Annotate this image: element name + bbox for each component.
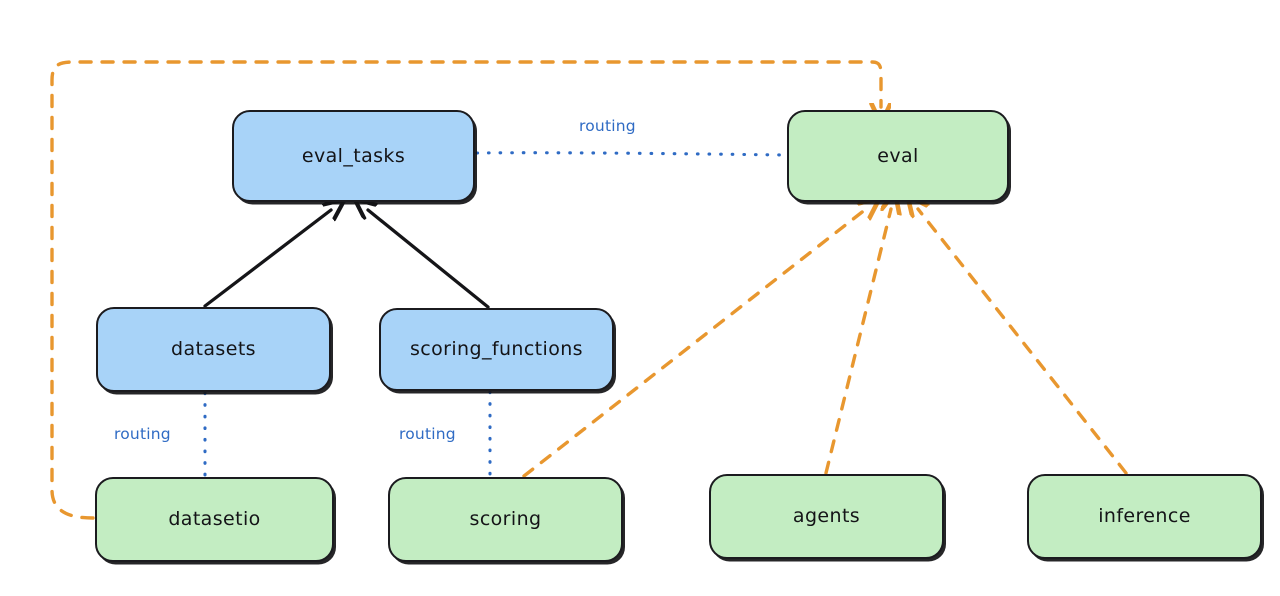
edge-agents-to-eval xyxy=(824,209,891,475)
edge-datasets-to-eval-tasks xyxy=(203,210,331,308)
edge-label-routing-top: routing xyxy=(579,117,636,135)
node-scoring-functions-label: scoring_functions xyxy=(410,338,583,360)
node-eval-tasks-label: eval_tasks xyxy=(301,144,406,167)
node-eval[interactable]: eval xyxy=(787,110,1009,202)
node-eval-label: eval xyxy=(877,144,919,167)
node-agents[interactable]: agents xyxy=(709,474,944,559)
node-datasetio[interactable]: datasetio xyxy=(95,477,334,562)
node-agents-label: agents xyxy=(792,505,861,527)
node-inference[interactable]: inference xyxy=(1027,474,1262,559)
node-scoring-label: scoring xyxy=(469,508,542,530)
edge-scoring-functions-to-eval-tasks xyxy=(368,210,490,309)
node-datasets[interactable]: datasets xyxy=(96,307,331,392)
edge-label-routing-middle: routing xyxy=(399,425,456,443)
node-datasetio-label: datasetio xyxy=(168,508,261,530)
node-scoring-functions[interactable]: scoring_functions xyxy=(379,308,614,391)
node-scoring[interactable]: scoring xyxy=(388,477,623,562)
node-datasets-label: datasets xyxy=(171,338,256,360)
edge-label-routing-left: routing xyxy=(114,425,171,443)
edge-inference-to-eval xyxy=(918,209,1128,475)
node-eval-tasks[interactable]: eval_tasks xyxy=(232,110,475,202)
edge-eval-tasks-to-eval xyxy=(475,151,788,157)
node-inference-label: inference xyxy=(1098,505,1191,527)
